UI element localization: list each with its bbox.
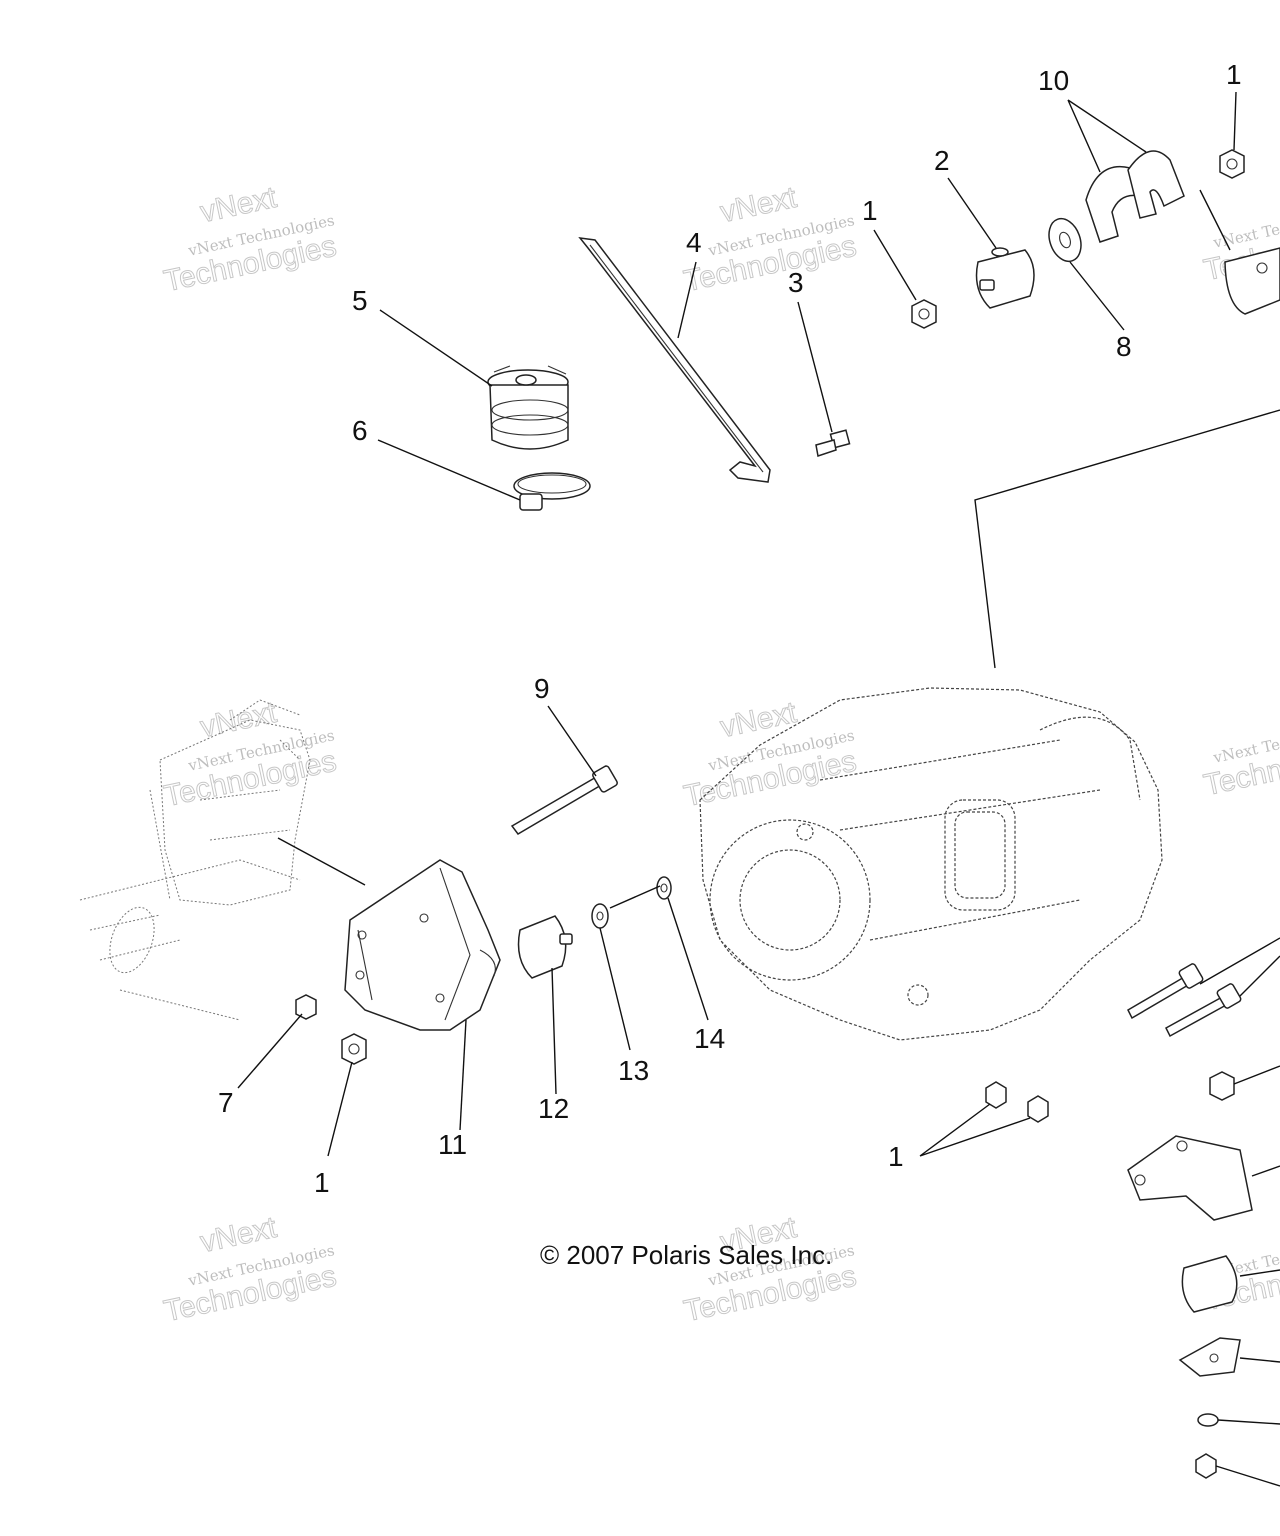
part-right-bracket-top [1224, 247, 1280, 315]
callout-2: 2 [934, 145, 950, 176]
part-4-breather-tube [578, 237, 771, 483]
frame-left-ghost [79, 699, 366, 1021]
watermark-text-top: vNext [717, 181, 800, 229]
part-13-washer [591, 903, 609, 929]
callout-labels: 1 10 2 1 8 3 4 5 6 9 7 1 11 12 13 14 1 [218, 59, 1242, 1198]
part-14-washer [656, 876, 672, 900]
part-right-washer [1197, 1413, 1280, 1427]
part-8-washer [1048, 217, 1082, 263]
part-11-mount-bracket [344, 859, 501, 1031]
callout-11: 11 [438, 1129, 467, 1160]
part-2-rubber-mount [975, 247, 1035, 309]
part-right-plate [1178, 1337, 1280, 1377]
callout-4: 4 [686, 227, 702, 258]
callout-13: 13 [618, 1055, 649, 1086]
callout-6: 6 [352, 415, 368, 446]
part-3-bolt [815, 429, 851, 457]
part-6-hose-clamp [513, 472, 591, 511]
part-1-nut-left-bottom [341, 1033, 367, 1065]
leader-lines [237, 91, 1237, 1157]
engine-leader-line [974, 409, 1280, 669]
part-1-nuts-engine-bottom [985, 1081, 1049, 1123]
watermark-mid-right: vNext Technologies Technologies [1200, 718, 1280, 802]
part-1-nut-top-right [1219, 149, 1245, 179]
watermark-top-left: vNext vNext Technologies Technologies [161, 180, 340, 298]
watermark-mid-left: vNext vNext Technologies Technologies [161, 695, 340, 813]
callout-1-engine-bottom: 1 [888, 1141, 904, 1172]
callout-5: 5 [352, 285, 368, 316]
watermark-text-top: vNext [197, 1211, 280, 1259]
part-10-shims [1085, 150, 1185, 243]
callout-3: 3 [788, 267, 804, 298]
part-1-nut-upper [911, 299, 937, 329]
callout-12: 12 [538, 1093, 569, 1124]
callout-1-left-bottom: 1 [314, 1167, 330, 1198]
callout-1-top-right: 1 [1226, 59, 1242, 90]
engine-assembly [699, 687, 1163, 1041]
watermark-group: vNext vNext Technologies Technologies vN… [161, 180, 1280, 1328]
watermark-text-top: vNext [717, 696, 800, 744]
callout-10: 10 [1038, 65, 1069, 96]
part-9-long-bolt [510, 765, 618, 835]
part-right-bolts [1127, 937, 1280, 1038]
part-right-nut [1209, 1065, 1280, 1101]
callout-8: 8 [1116, 331, 1132, 362]
watermark-mid-center: vNext vNext Technologies Technologies [681, 695, 860, 813]
part-right-lower-bracket [1127, 1135, 1280, 1221]
callout-1-upper: 1 [862, 195, 878, 226]
part-right-small-nut [1195, 1453, 1280, 1487]
callout-14: 14 [694, 1023, 725, 1054]
callout-7: 7 [218, 1087, 234, 1118]
watermark-bottom-left: vNext vNext Technologies Technologies [161, 1210, 340, 1328]
part-7-nut [295, 994, 317, 1020]
part-5-intake-boot [487, 365, 569, 450]
copyright-notice: © 2007 Polaris Sales Inc. [540, 1240, 832, 1270]
callout-9: 9 [534, 673, 550, 704]
part-right-rubber-mount [1181, 1255, 1280, 1313]
part-12-rubber-mount [517, 915, 573, 979]
watermark-text-top: vNext [197, 181, 280, 229]
